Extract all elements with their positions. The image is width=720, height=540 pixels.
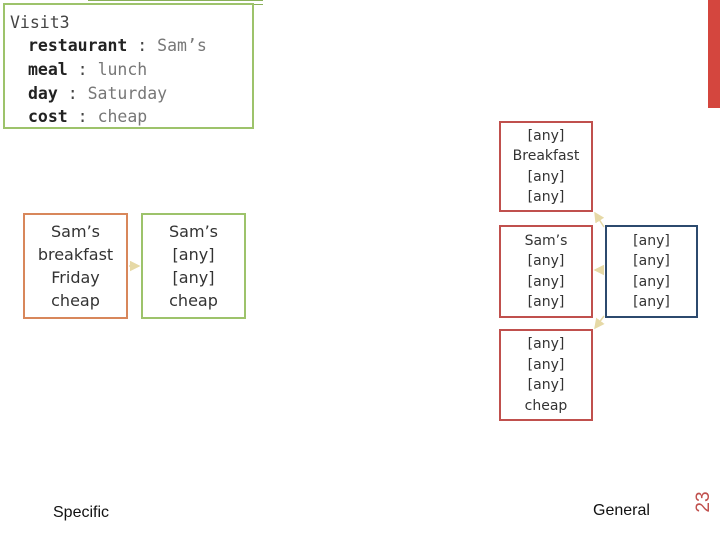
box-line: Sam’s [169, 222, 218, 241]
box-line: [any] [172, 268, 215, 287]
box-line: [any] [527, 336, 565, 352]
specific-label: Specific [53, 504, 110, 521]
visit-value: lunch [97, 60, 148, 79]
box-line: cheap [169, 291, 218, 310]
box-line: [any] [633, 232, 670, 249]
accent-bar [708, 0, 720, 108]
specific-example-box: Sam’s breakfast Friday cheap [23, 213, 128, 319]
slide-number: 23 [693, 491, 714, 513]
visit-row-cost: cost : cheap [28, 105, 147, 129]
cheap-hypothesis-box: [any] [any] [any] cheap [499, 329, 593, 421]
box-line: [any] [527, 253, 565, 269]
box-line: [any] [527, 168, 565, 185]
box-line: Friday [51, 268, 100, 287]
box-line: Breakfast [512, 148, 580, 164]
general-label: General [593, 502, 650, 519]
box-line: [any] [527, 127, 565, 144]
visit-row-day: day : Saturday [28, 82, 167, 106]
visit-sep: : [67, 60, 98, 79]
box-line: [any] [527, 377, 565, 393]
generalized-box: Sam’s [any] [any] cheap [141, 213, 246, 319]
visit-key: cost [28, 107, 68, 126]
arrow-to-breakfast [594, 211, 605, 228]
breakfast-hypothesis-box: [any] Breakfast [any] [any] [499, 121, 593, 212]
box-line: Sam’s [524, 232, 568, 249]
box-line: cheap [524, 397, 568, 414]
visit-sep: : [127, 36, 158, 55]
box-line: [any] [633, 273, 670, 290]
box-line: [any] [527, 189, 565, 205]
box-line: [any] [633, 294, 670, 310]
box-line: cheap [51, 291, 100, 310]
visit-key: restaurant [28, 36, 128, 55]
visit-key: day [28, 84, 58, 103]
arrow-to-cheap [594, 315, 605, 330]
visit-sep: : [57, 84, 88, 103]
visit-card [3, 3, 254, 129]
most-general-hypothesis-box: [any] [any] [any] [any] [605, 225, 698, 318]
visit-value: Saturday [87, 84, 168, 103]
visit-card-title: Visit3 [10, 13, 70, 32]
box-line: [any] [172, 245, 215, 264]
box-line: [any] [633, 253, 670, 269]
visit-key: meal [28, 60, 68, 79]
visit-value: Sam’s [157, 36, 207, 55]
box-line: breakfast [37, 245, 114, 264]
box-line: [any] [527, 273, 565, 290]
sams-hypothesis-box: Sam’s [any] [any] [any] [499, 225, 593, 318]
box-line: [any] [527, 294, 565, 310]
visit-row-restaurant: restaurant : Sam’s [28, 34, 207, 58]
box-line: [any] [527, 356, 565, 373]
visit-value: cheap [97, 107, 148, 126]
box-line: Sam’s [51, 222, 100, 241]
visit-sep: : [67, 107, 98, 126]
visit-row-meal: meal : lunch [28, 58, 147, 82]
